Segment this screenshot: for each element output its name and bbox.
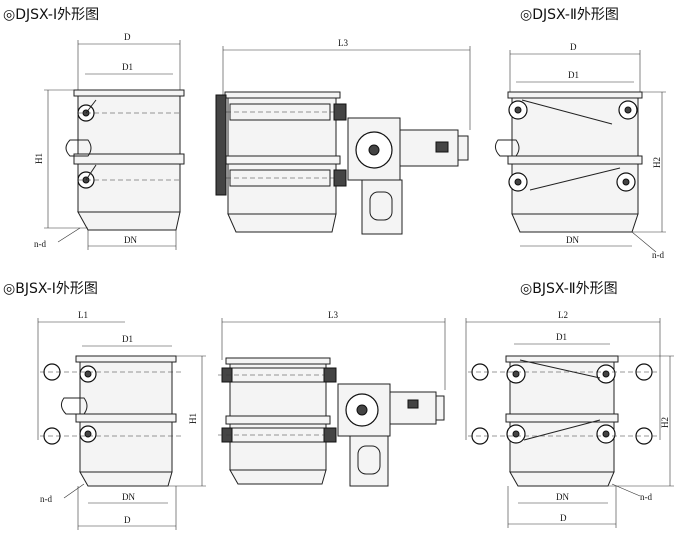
djsx2-dim-D1: D1 [568,70,579,80]
bjsx2-dim-D1: D1 [556,332,567,342]
bjsx1-dim-nd: n-d [40,494,52,504]
djsx2-dim-DN: DN [566,235,579,245]
djsx1-dim-D1: D1 [122,62,133,72]
bjsx2-dim-D: D [560,513,567,523]
caption-djsx-2: ◎DJSX-Ⅱ外形图 [520,7,619,23]
djsx1-dim-H1: H1 [34,153,44,164]
djsx1-dim-D: D [124,32,131,42]
djsx2-dim-nd: n-d [652,250,664,260]
bjsx1-dim-D1: D1 [122,334,133,344]
djsx-2-drawing: D D1 H2 DN n-d [494,42,666,260]
caption-bjsx-1: ◎BJSX-Ⅰ外形图 [3,281,98,297]
djsx2-dim-H2: H2 [652,157,662,168]
djsx2-dim-D: D [570,42,577,52]
caption-djsx-1: ◎DJSX-Ⅰ外形图 [3,7,100,23]
bjsx1-dim-D: D [124,515,131,525]
bjsx2-dim-L2: L2 [558,310,568,320]
djsx-side-drawing: L3 [215,38,471,235]
bjsx-1-drawing: L1 D1 H1 DN D n-d [37,310,206,530]
bjsx2-dim-nd: n-d [640,492,652,502]
djsx1-dim-nd: n-d [34,239,46,249]
djsx-1-drawing: D D1 H1 DN n-d [34,32,185,250]
bjsx-side-drawing: L3 [218,310,446,487]
bjsx1-dim-L1: L1 [78,310,88,320]
bjsx1-dim-H1: H1 [188,413,198,424]
djsx1-dim-DN: DN [124,235,137,245]
bjsx1-dim-DN: DN [122,492,135,502]
bjsx2-dim-DN: DN [556,492,569,502]
bjsx-side-dim-L3: L3 [328,310,338,320]
bjsx-2-drawing: L2 D1 H2 DN D n-d [465,310,674,528]
bjsx2-dim-H2: H2 [660,417,670,428]
djsx-side-dim-L3: L3 [338,38,348,48]
caption-bjsx-2: ◎BJSX-Ⅱ外形图 [520,281,618,297]
